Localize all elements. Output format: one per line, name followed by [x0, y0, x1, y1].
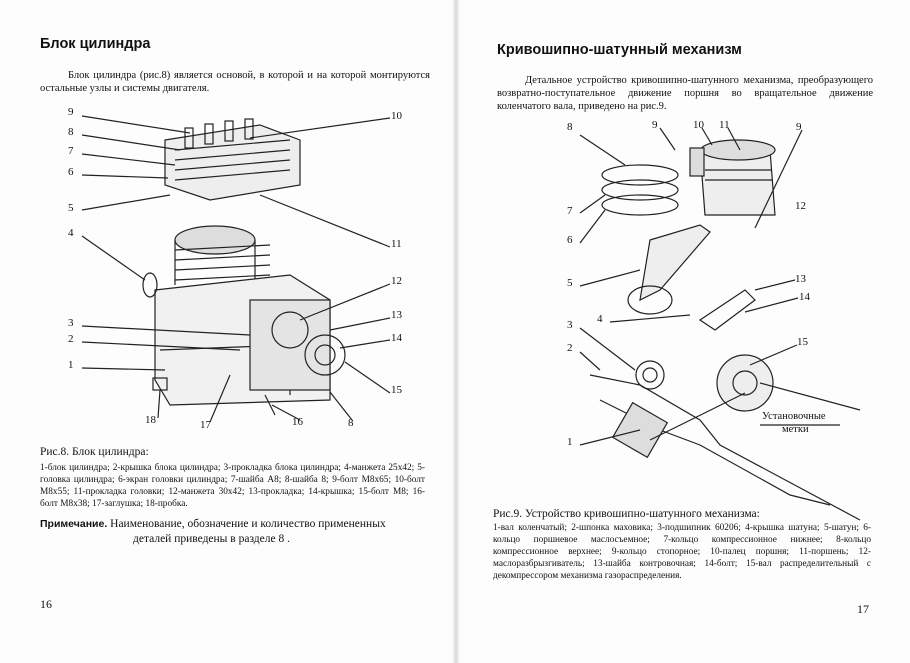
- note-label: Примечание.: [40, 518, 108, 530]
- right-intro-paragraph: Детальное устройство кривошипно-шатунног…: [497, 75, 873, 112]
- callout-r5: 5: [567, 277, 573, 289]
- callout-15: 15: [391, 384, 402, 396]
- callout-17: 17: [200, 419, 211, 431]
- callout-r1: 1: [567, 436, 573, 448]
- callout-7: 7: [68, 145, 74, 157]
- callout-18: 18: [145, 414, 156, 426]
- callout-r8: 8: [567, 121, 573, 133]
- callout-6: 6: [68, 166, 74, 178]
- callout-r12: 12: [795, 200, 806, 212]
- figure-9-legend: 1-вал коленчатый; 2-шпонка маховика; 3-п…: [493, 523, 871, 581]
- note-text-2: деталей приведены в разделе 8 .: [133, 533, 290, 545]
- callout-1: 1: [68, 359, 74, 371]
- figure-9-caption: Рис.9. Устройство кривошипно-шатунного м…: [493, 508, 760, 520]
- callout-r9: 9: [652, 119, 658, 131]
- right-page-title: Кривошипно-шатунный механизм: [497, 42, 742, 58]
- callout-5: 5: [68, 202, 74, 214]
- timing-marks-label-1: Установочные: [762, 411, 826, 422]
- callout-r4: 4: [597, 313, 603, 325]
- left-page-number: 16: [40, 597, 52, 611]
- callout-r2: 2: [567, 342, 573, 354]
- callout-8b: 8: [348, 417, 354, 429]
- callout-r11: 11: [719, 119, 730, 131]
- callout-r7: 7: [567, 205, 573, 217]
- callout-14: 14: [391, 332, 402, 344]
- callout-16: 16: [292, 416, 303, 428]
- callout-3: 3: [68, 317, 74, 329]
- figure-8-caption: Рис.8. Блок цилиндра:: [40, 446, 149, 458]
- callout-2: 2: [68, 333, 74, 345]
- callout-11: 11: [391, 238, 402, 250]
- left-intro-paragraph: Блок цилиндра (рис.8) является основой, …: [40, 70, 430, 94]
- callout-9: 9: [68, 106, 74, 118]
- callout-8: 8: [68, 126, 74, 138]
- callout-r6: 6: [567, 234, 573, 246]
- callout-r10: 10: [693, 119, 704, 131]
- timing-marks-label-2: метки: [782, 424, 809, 435]
- callout-r15: 15: [797, 336, 808, 348]
- callout-4: 4: [68, 227, 74, 239]
- note: Примечание. Наименование, обозначение и …: [40, 517, 440, 547]
- callout-12: 12: [391, 275, 402, 287]
- callout-10: 10: [391, 110, 402, 122]
- note-text: Наименование, обозначение и количество п…: [110, 518, 386, 530]
- callout-r14: 14: [799, 291, 810, 303]
- right-page-number: 17: [857, 602, 869, 616]
- page-fold: [452, 0, 460, 663]
- figure-8-legend: 1-блок цилиндра; 2-крышка блока цилиндра…: [40, 463, 425, 509]
- callout-13: 13: [391, 309, 402, 321]
- callout-r3: 3: [567, 319, 573, 331]
- left-page-title: Блок цилиндра: [40, 36, 151, 52]
- callout-r9b: 9: [796, 121, 802, 133]
- callout-r13: 13: [795, 273, 806, 285]
